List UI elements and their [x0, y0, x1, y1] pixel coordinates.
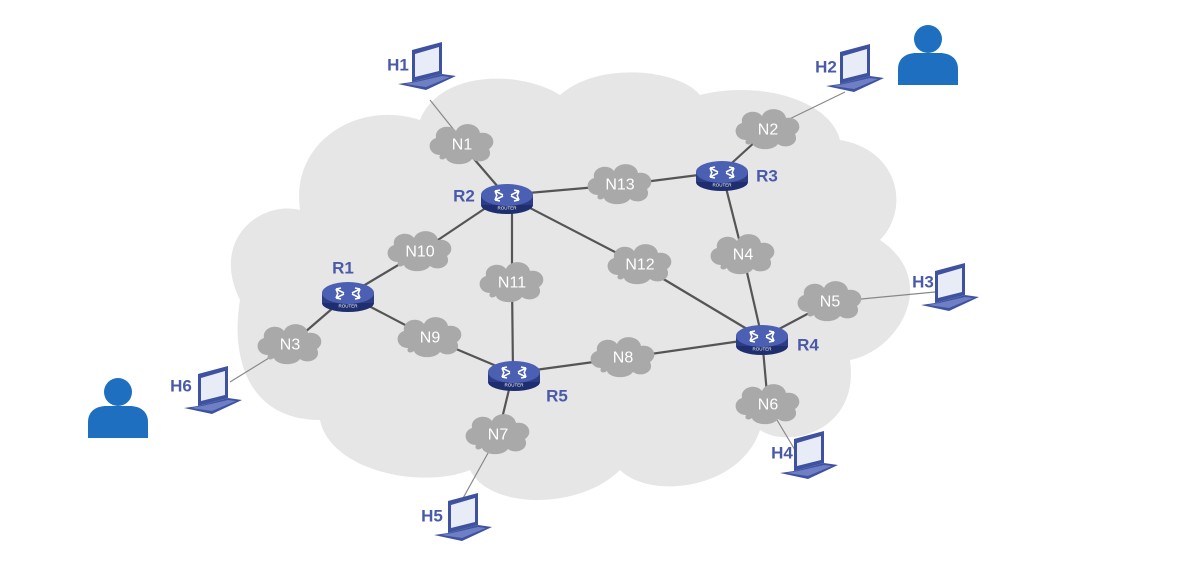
router-label-r2: R2	[453, 187, 475, 206]
network-n2: N2	[735, 109, 800, 150]
host-label-h1: H1	[387, 56, 409, 75]
router-label-r3: R3	[756, 167, 778, 186]
network-n10: N10	[387, 231, 452, 272]
network-label-n9: N9	[420, 330, 441, 347]
network-clouds: N1 N2 N3 N4 N5 N6 N7 N8	[257, 109, 862, 455]
router-label-r1: R1	[332, 259, 354, 278]
network-n4: N4	[710, 234, 775, 275]
network-n8: N8	[590, 337, 655, 378]
router-badge: ROUTER	[339, 304, 359, 309]
network-n7: N7	[465, 414, 530, 455]
network-label-n10: N10	[405, 244, 434, 261]
network-n5: N5	[797, 281, 862, 322]
network-n3: N3	[257, 324, 322, 365]
network-label-n8: N8	[613, 350, 634, 367]
laptop-icon	[184, 366, 242, 414]
network-label-n2: N2	[758, 122, 779, 139]
network-label-n7: N7	[488, 427, 509, 444]
host-label-h2: H2	[815, 58, 837, 77]
user-icon	[88, 378, 148, 438]
network-n1: N1	[429, 124, 494, 165]
network-label-n4: N4	[733, 247, 754, 264]
network-n13: N13	[587, 164, 652, 205]
network-label-n3: N3	[280, 337, 301, 354]
network-label-n11: N11	[498, 275, 526, 292]
host-label-h4: H4	[771, 444, 793, 463]
network-label-n1: N1	[452, 137, 473, 154]
network-label-n5: N5	[820, 294, 841, 311]
router-badge: ROUTER	[498, 206, 518, 211]
network-n6: N6	[735, 384, 800, 425]
router-r4: ROUTER	[735, 324, 789, 356]
network-n12: N12	[607, 244, 672, 285]
router-badge: ROUTER	[753, 347, 773, 352]
router-r5: ROUTER	[487, 360, 541, 392]
user-icon	[898, 25, 958, 85]
router-label-r5: R5	[546, 387, 568, 406]
router-r1: ROUTER	[321, 281, 375, 313]
user-top-right	[898, 25, 958, 85]
hosts: H1 H2 H3 H4 H5 H6	[170, 42, 979, 541]
host-label-h3: H3	[912, 273, 934, 292]
router-badge: ROUTER	[713, 183, 733, 188]
router-r2: ROUTER	[480, 183, 534, 215]
host-h6	[184, 366, 242, 414]
network-n9: N9	[397, 317, 462, 358]
network-label-n12: N12	[625, 257, 654, 274]
router-badge: ROUTER	[505, 383, 525, 388]
network-label-n6: N6	[758, 397, 779, 414]
network-label-n13: N13	[605, 177, 634, 194]
router-label-r4: R4	[797, 336, 819, 355]
host-label-h6: H6	[170, 377, 192, 396]
router-r3: ROUTER	[695, 160, 749, 192]
network-n11: N11	[479, 262, 544, 303]
routers: ROUTER R1 ROUTER R2 ROUTER R3 ROUTER R4 …	[321, 160, 819, 406]
user-bottom-left	[88, 378, 148, 438]
host-label-h5: H5	[421, 507, 443, 526]
